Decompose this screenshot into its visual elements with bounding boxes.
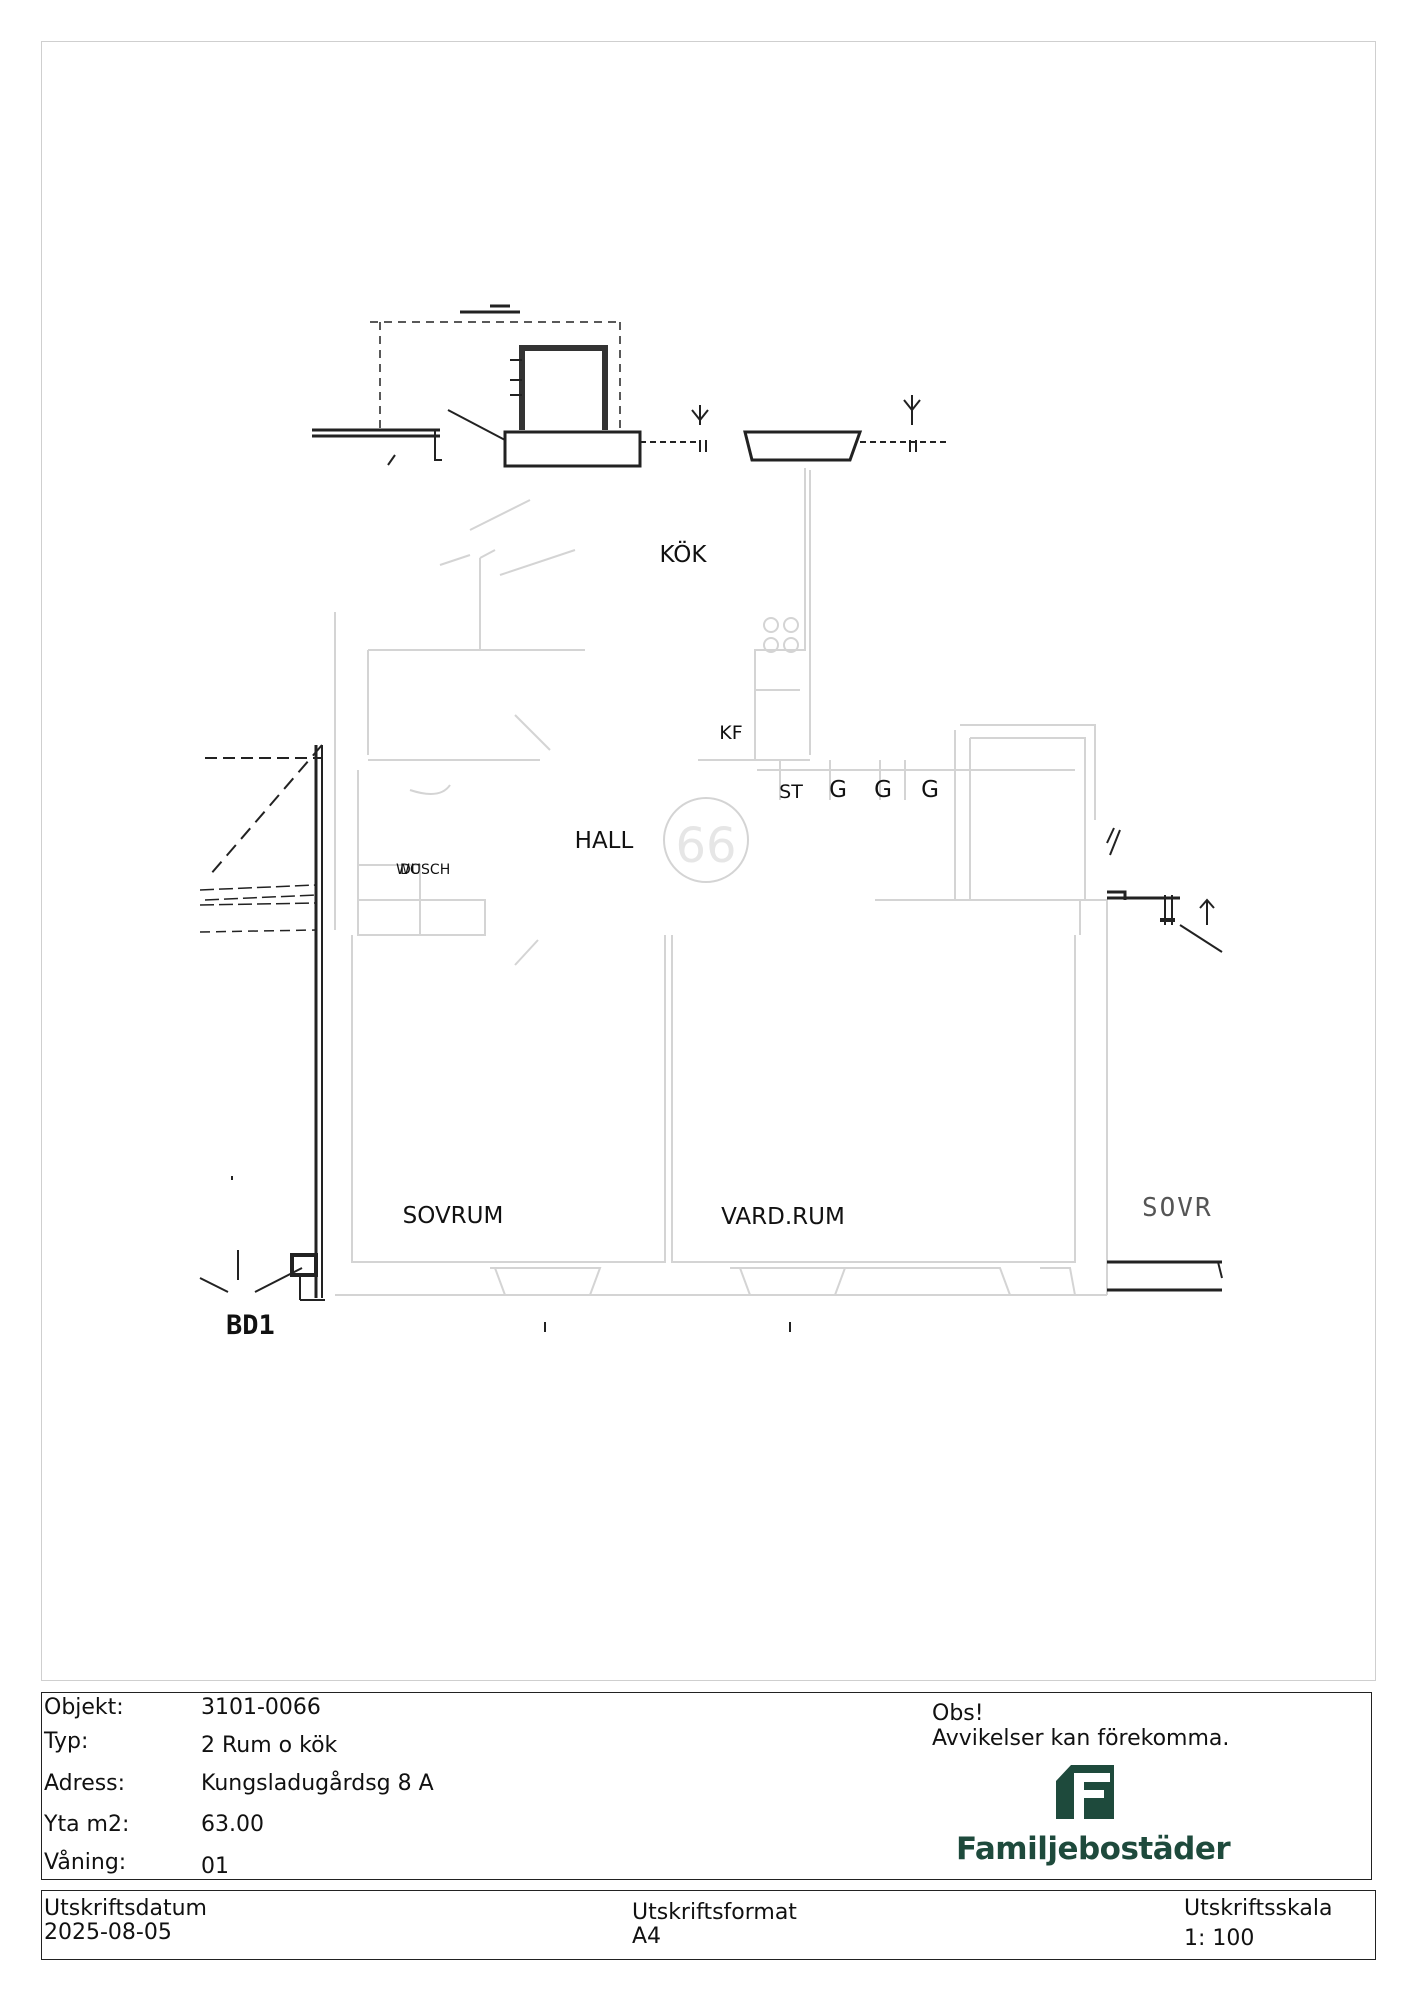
datum-value: 2025-08-05 xyxy=(44,1920,172,1945)
yta-label: Yta m2: xyxy=(44,1812,130,1837)
room-label-g2: G xyxy=(874,777,892,803)
yta-value: 63.00 xyxy=(201,1812,264,1837)
room-label-sovrum: SOVRUM xyxy=(403,1203,504,1229)
logo-wordmark: Familjebostäder xyxy=(956,1831,1231,1867)
room-label-dusch: DUSCH xyxy=(400,862,450,878)
typ-label: Typ: xyxy=(44,1729,89,1754)
room-label-kf: KF xyxy=(719,722,742,744)
adress-value: Kungsladugårdsg 8 A xyxy=(201,1771,434,1796)
print-footer: Utskriftsdatum 2025-08-05 Utskriftsforma… xyxy=(41,1890,1376,1960)
format-value: A4 xyxy=(632,1924,662,1949)
obs-note: Obs! Avvikelser kan förekomma. xyxy=(932,1701,1229,1751)
room-label-st: ST xyxy=(779,781,803,803)
typ-value: 2 Rum o kök xyxy=(201,1733,338,1758)
neighbor-label-bd1: BD1 xyxy=(226,1310,275,1341)
obs-title: Obs! xyxy=(932,1701,984,1726)
room-label-g1: G xyxy=(829,777,847,803)
room-label-kok: KÖK xyxy=(659,540,707,568)
format-label: Utskriftsformat xyxy=(632,1900,797,1925)
skala-label: Utskriftsskala xyxy=(1184,1896,1333,1921)
vaning-value: 01 xyxy=(201,1854,229,1879)
objekt-label: Objekt: xyxy=(44,1695,124,1720)
footer-format: Utskriftsformat A4 xyxy=(632,1901,797,1949)
floor-plan: 66 KÖK KF ST G G G HALL WC DUSCH SOVRUM … xyxy=(199,304,1223,1341)
room-label-g3: G xyxy=(921,777,939,803)
plan-frame xyxy=(41,41,1376,1681)
obs-text: Avvikelser kan förekomma. xyxy=(932,1726,1230,1751)
footer-skala: Utskriftsskala 1: 100 xyxy=(1184,1897,1332,1951)
room-label-hall: HALL xyxy=(575,828,634,854)
house-icon xyxy=(1056,1765,1114,1819)
neighbor-label-sovr: SOVR xyxy=(1142,1193,1213,1223)
familjebostader-logo: Familjebostäder xyxy=(956,1759,1231,1869)
footer-datum: Utskriftsdatum 2025-08-05 xyxy=(44,1897,207,1945)
unit-stamp: 66 xyxy=(675,818,736,874)
skala-value: 1: 100 xyxy=(1184,1926,1255,1951)
info-box: Objekt: 3101-0066 Typ: 2 Rum o kök Adres… xyxy=(41,1692,1372,1880)
datum-label: Utskriftsdatum xyxy=(44,1896,207,1921)
adress-label: Adress: xyxy=(44,1771,126,1796)
room-label-vardrum: VARD.RUM xyxy=(721,1204,845,1230)
vaning-label: Våning: xyxy=(44,1850,127,1875)
objekt-value: 3101-0066 xyxy=(201,1695,321,1720)
room-label-wc: WC xyxy=(396,862,420,878)
